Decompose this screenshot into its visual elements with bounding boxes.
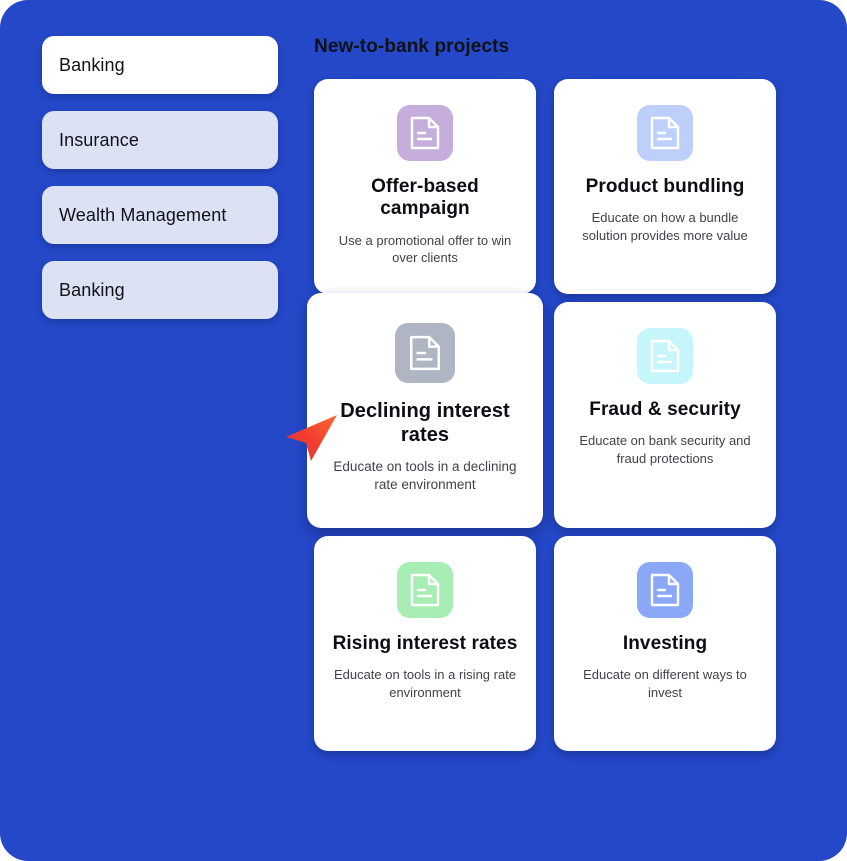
project-card-fraud-and-security[interactable]: Fraud & security Educate on bank securit… bbox=[554, 302, 776, 528]
card-row: Declining interest rates Educate on tool… bbox=[307, 293, 814, 528]
sidebar-item-wealth-management[interactable]: Wealth Management bbox=[42, 186, 278, 244]
category-sidebar: Banking Insurance Wealth Management Bank… bbox=[42, 36, 278, 336]
project-card-title: Rising interest rates bbox=[332, 633, 518, 654]
document-icon bbox=[410, 573, 440, 607]
document-icon-wrapper bbox=[395, 323, 455, 383]
sidebar-item-insurance[interactable]: Insurance bbox=[42, 111, 278, 169]
page-title: New-to-bank projects bbox=[314, 36, 510, 57]
project-card-title: Fraud & security bbox=[589, 399, 741, 420]
project-card-title: Declining interest rates bbox=[340, 400, 510, 446]
project-card-description: Educate on how a bundle solution provide… bbox=[582, 210, 748, 243]
sidebar-item-label: Insurance bbox=[59, 129, 139, 150]
project-card-description: Use a promotional offer to win over clie… bbox=[338, 232, 512, 266]
sidebar-item-label: Banking bbox=[59, 279, 125, 300]
project-card-declining-interest-rates[interactable]: Declining interest rates Educate on tool… bbox=[307, 293, 543, 528]
document-icon bbox=[650, 339, 680, 373]
document-icon-wrapper bbox=[637, 562, 693, 618]
document-icon-wrapper bbox=[637, 328, 693, 384]
project-card-description: Educate on tools in a rising rate enviro… bbox=[333, 667, 517, 700]
document-icon-wrapper bbox=[397, 105, 453, 161]
card-row: Offer-based campaign Use a promotional o… bbox=[314, 79, 814, 294]
project-card-grid: Offer-based campaign Use a promotional o… bbox=[307, 79, 814, 751]
project-card-title: Offer-based campaign bbox=[371, 176, 479, 220]
project-card-title: Product bundling bbox=[585, 176, 745, 197]
sidebar-item-label: Banking bbox=[59, 54, 125, 75]
document-icon bbox=[650, 116, 680, 150]
project-card-description: Educate on bank security and fraud prote… bbox=[579, 433, 751, 466]
projects-panel: New-to-bank projects Offer-based campaig… bbox=[307, 36, 814, 759]
project-card-rising-interest-rates[interactable]: Rising interest rates Educate on tools i… bbox=[314, 536, 536, 751]
sidebar-item-banking-2[interactable]: Banking bbox=[42, 261, 278, 319]
project-card-offer-based-campaign[interactable]: Offer-based campaign Use a promotional o… bbox=[314, 79, 536, 294]
project-card-description: Educate on different ways to invest bbox=[583, 667, 747, 700]
card-row: Rising interest rates Educate on tools i… bbox=[314, 536, 814, 751]
document-icon bbox=[650, 573, 680, 607]
document-icon-wrapper bbox=[637, 105, 693, 161]
document-icon bbox=[410, 116, 440, 150]
sidebar-item-label: Wealth Management bbox=[59, 204, 227, 225]
sidebar-item-banking-1[interactable]: Banking bbox=[42, 36, 278, 94]
document-icon-wrapper bbox=[397, 562, 453, 618]
document-icon bbox=[409, 335, 441, 371]
project-card-title: Investing bbox=[622, 633, 708, 654]
project-card-product-bundling[interactable]: Product bundling Educate on how a bundle… bbox=[554, 79, 776, 294]
project-card-description: Educate on tools in a declining rate env… bbox=[333, 459, 517, 493]
project-card-investing[interactable]: Investing Educate on different ways to i… bbox=[554, 536, 776, 751]
